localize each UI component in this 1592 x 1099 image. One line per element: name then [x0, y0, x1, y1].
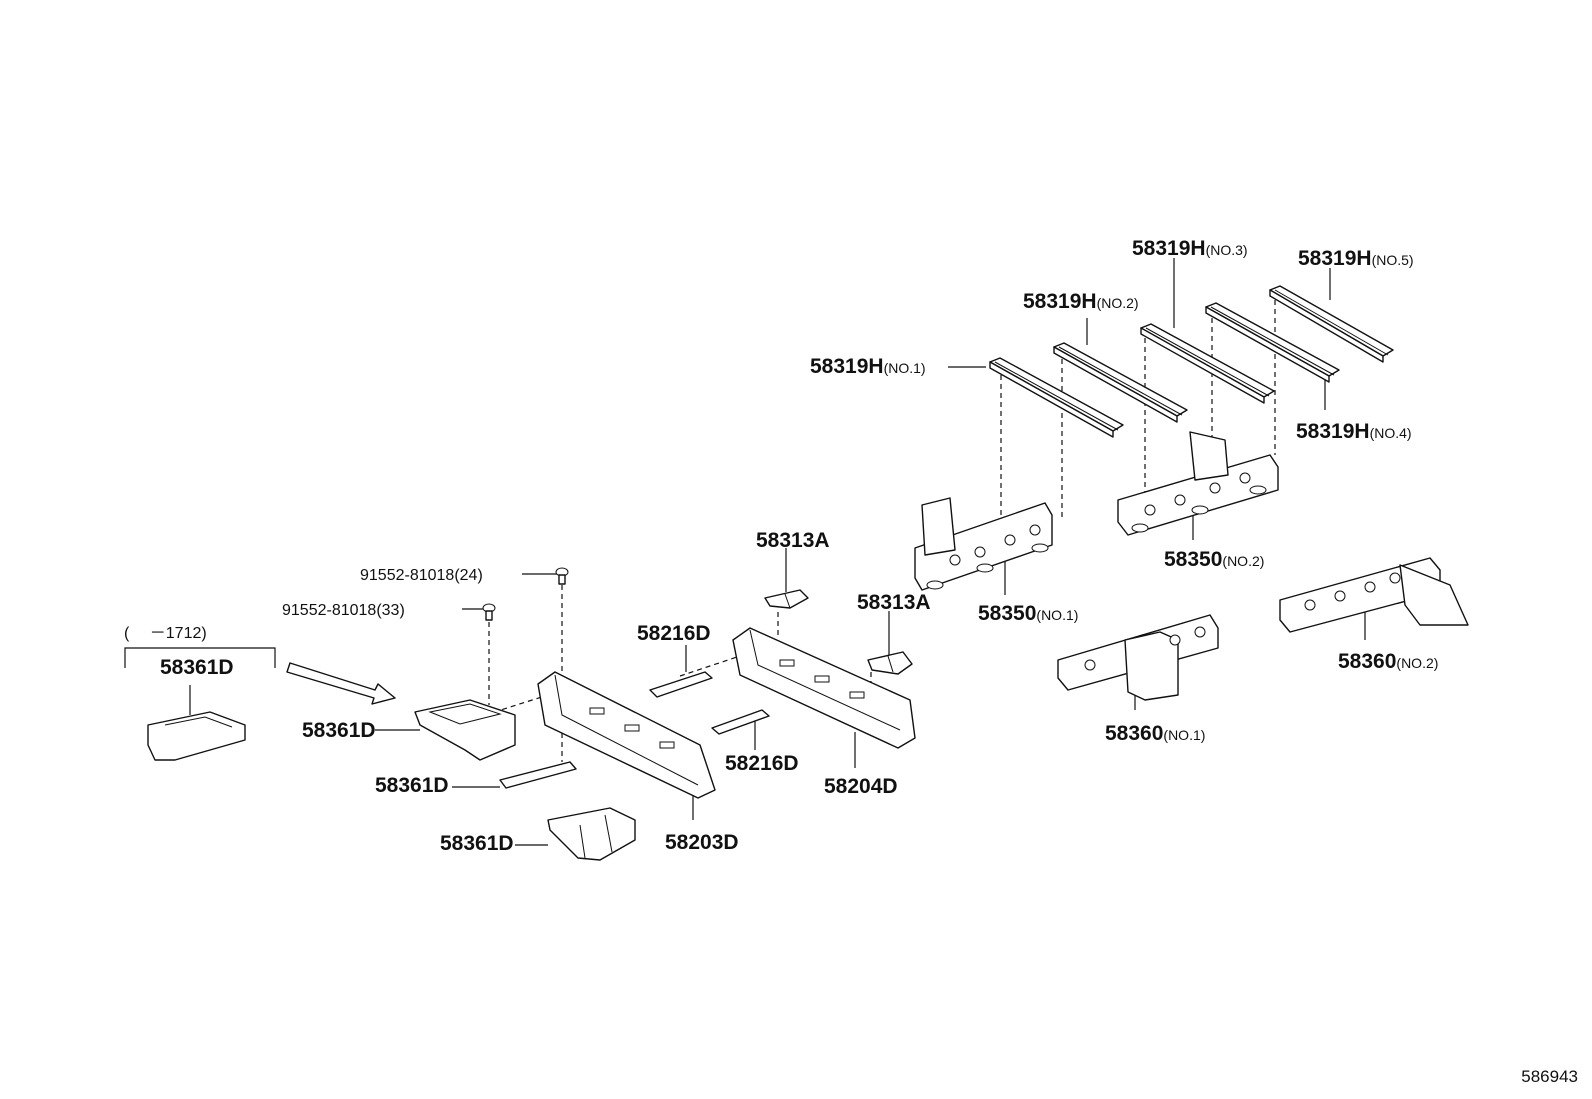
- bracket-58361D-lower: [547, 807, 636, 861]
- rail-58319H-no1: [989, 357, 1124, 438]
- bracket-58361D-main: [414, 699, 516, 761]
- label-58360-no2-part: 58360: [1338, 650, 1396, 673]
- label-58319H-no2-suffix: (NO.2): [1097, 295, 1139, 311]
- direction-arrow-icon: [286, 662, 396, 705]
- label-58361D-old: 58361D: [160, 656, 234, 679]
- svg-text:58319H(NO.4): 58319H(NO.4): [1296, 420, 1412, 443]
- label-58204D: 58204D: [824, 775, 898, 798]
- crossmember-58204D: [732, 627, 916, 749]
- label-58319H-no5-part: 58319H: [1298, 247, 1372, 270]
- label-58319H-no1-part: 58319H: [810, 355, 884, 378]
- label-date-range: ( －1712): [124, 625, 207, 642]
- label-58313A-b: 58313A: [857, 591, 931, 614]
- part-labels: 58319H(NO.1) 58319H(NO.2) 58319H(NO.3) 5…: [124, 237, 1438, 855]
- label-58350-no1-suffix: (NO.1): [1036, 607, 1078, 623]
- rail-58319H-no4: [1205, 302, 1340, 383]
- label-58360-no2-suffix: (NO.2): [1396, 655, 1438, 671]
- label-58360-no1-part: 58360: [1105, 722, 1163, 745]
- label-58216D-b: 58216D: [725, 752, 799, 775]
- label-58360-no1-suffix: (NO.1): [1163, 727, 1205, 743]
- label-58319H-no3-suffix: (NO.3): [1206, 242, 1248, 258]
- bracket-58313A-b: [867, 651, 913, 675]
- bracket-58361D-old: [147, 711, 246, 761]
- label-58319H-no5-suffix: (NO.5): [1372, 252, 1414, 268]
- diagram-id: 586943: [1521, 1067, 1578, 1086]
- label-58319H-no4-suffix: (NO.4): [1370, 425, 1412, 441]
- rail-58319H-no2: [1053, 342, 1188, 423]
- svg-text:58319H(NO.5): 58319H(NO.5): [1298, 247, 1414, 270]
- label-58350-no2-part: 58350: [1164, 548, 1222, 571]
- svg-text:58350(NO.1): 58350(NO.1): [978, 602, 1078, 625]
- plate-58361D: [499, 761, 577, 789]
- crossmember-58360-no2: [1279, 557, 1469, 633]
- label-58350-no1-part: 58350: [978, 602, 1036, 625]
- label-58319H-no2-part: 58319H: [1023, 290, 1097, 313]
- bolt-91552-81018-24: [555, 567, 569, 585]
- label-58361D-main: 58361D: [302, 719, 376, 742]
- svg-text:58319H(NO.2): 58319H(NO.2): [1023, 290, 1139, 313]
- crossmember-58350-no2: [1117, 431, 1279, 536]
- label-58319H-no3-part: 58319H: [1132, 237, 1206, 260]
- label-bolt-24: 91552-81018(24): [360, 567, 483, 584]
- crossmember-58203D: [537, 671, 716, 799]
- label-58216D-a: 58216D: [637, 622, 711, 645]
- crossmember-58360-no1: [1057, 614, 1219, 701]
- svg-text:58360(NO.1): 58360(NO.1): [1105, 722, 1205, 745]
- rail-58319H-no3: [1140, 323, 1275, 404]
- label-bolt-33: 91552-81018(33): [282, 602, 405, 619]
- plate-58216D-b: [711, 709, 770, 735]
- bracket-58313A-a: [764, 589, 809, 609]
- rail-58319H-no5: [1269, 285, 1394, 363]
- label-58350-no2-suffix: (NO.2): [1222, 553, 1264, 569]
- svg-text:58360(NO.2): 58360(NO.2): [1338, 650, 1438, 673]
- svg-text:58319H(NO.1): 58319H(NO.1): [810, 355, 926, 378]
- crossmember-58350-no1: [914, 497, 1053, 591]
- bolt-91552-81018-33: [482, 603, 496, 621]
- label-58361D-lower: 58361D: [440, 832, 514, 855]
- plate-58216D-a: [649, 671, 713, 698]
- label-58361D-plate: 58361D: [375, 774, 449, 797]
- label-58319H-no4-part: 58319H: [1296, 420, 1370, 443]
- label-58203D: 58203D: [665, 831, 739, 854]
- svg-text:58350(NO.2): 58350(NO.2): [1164, 548, 1264, 571]
- svg-text:58319H(NO.3): 58319H(NO.3): [1132, 237, 1248, 260]
- label-58313A-a: 58313A: [756, 529, 830, 552]
- label-58319H-no1-suffix: (NO.1): [884, 360, 926, 376]
